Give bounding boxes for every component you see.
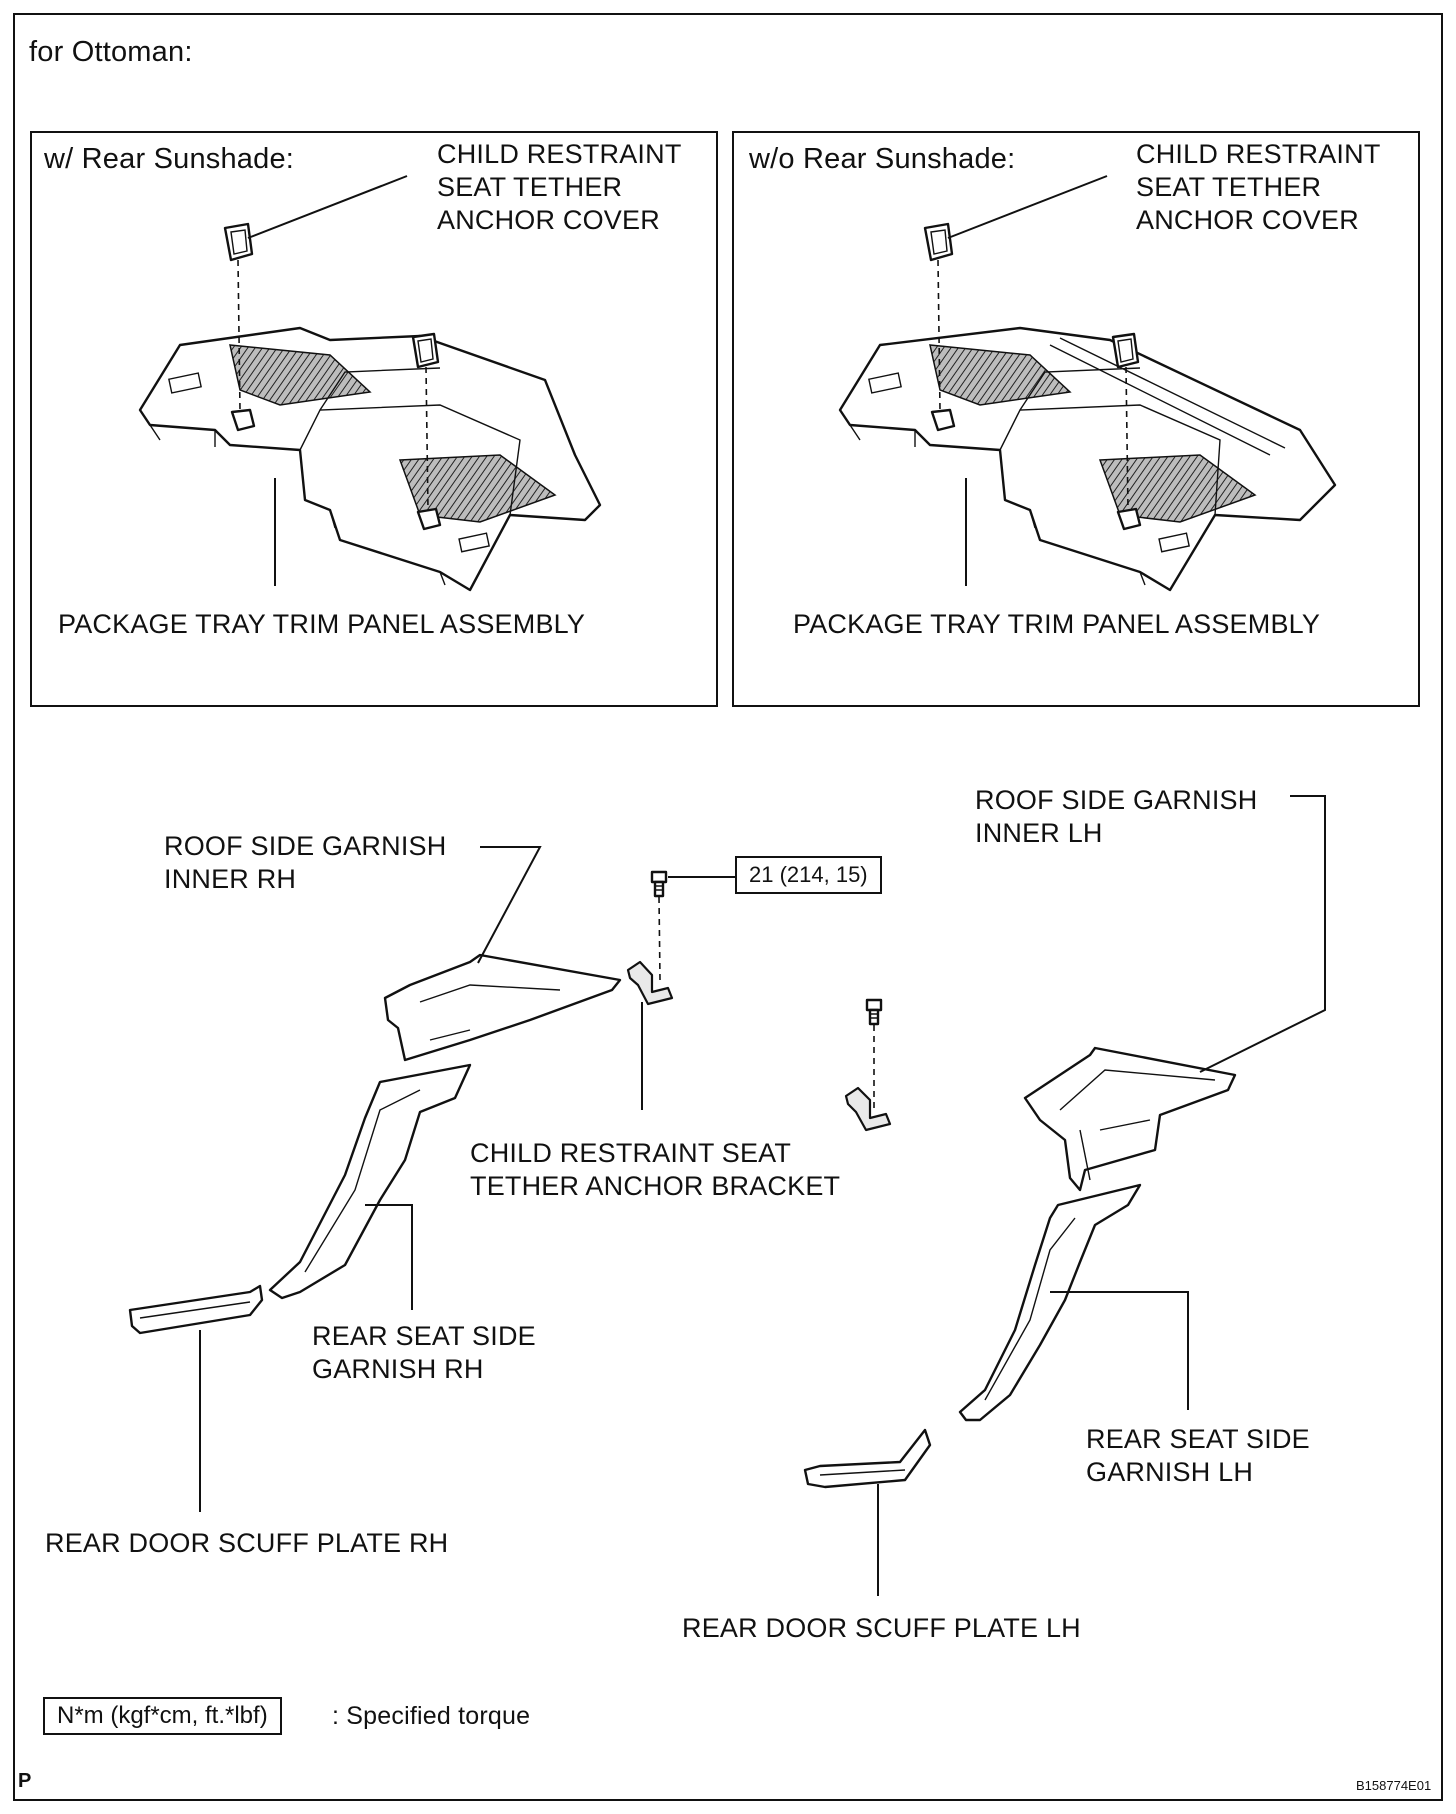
tray-label-2: PACKAGE TRAY TRIM PANEL ASSEMBLY	[793, 609, 1321, 639]
corner-mark: P	[18, 1770, 32, 1792]
leader-rear-seat-rh	[365, 1204, 413, 1310]
guide-dash-2b	[1125, 366, 1129, 511]
anchor-cover-2b	[1111, 332, 1140, 369]
guide-dash-1b	[425, 366, 429, 511]
outer-border	[13, 13, 1443, 1801]
variant-label-with-sunshade: w/ Rear Sunshade:	[44, 143, 295, 175]
label-rear-seat-garnish-lh: REAR SEAT SIDE GARNISH LH	[1086, 1424, 1310, 1487]
anchor-bracket-lh	[844, 1086, 892, 1132]
panel-box-with-sunshade	[30, 131, 718, 707]
cover-label-2: CHILD RESTRAINT SEAT TETHER ANCHOR COVER	[1136, 139, 1381, 235]
torque-spec-box: 21 (214, 15)	[735, 856, 882, 894]
package-tray-drawing-1	[138, 326, 602, 592]
panel-box-without-sunshade	[732, 131, 1420, 707]
anchor-cover-1b	[411, 332, 440, 369]
guide-dash-bolt-rh	[658, 896, 661, 981]
leader-rear-seat-lh	[1050, 1291, 1189, 1410]
roof-side-garnish-lh	[1023, 1046, 1237, 1192]
label-scuff-plate-rh: REAR DOOR SCUFF PLATE RH	[45, 1528, 449, 1558]
figure-code: B158774E01	[1356, 1778, 1432, 1793]
anchor-cover-1a	[223, 222, 254, 262]
legend-unit-box: N*m (kgf*cm, ft.*lbf)	[43, 1697, 282, 1735]
tray-label-1: PACKAGE TRAY TRIM PANEL ASSEMBLY	[58, 609, 586, 639]
leader-cover-1	[247, 175, 408, 239]
leader-roof-rh	[477, 846, 542, 964]
label-roof-garnish-lh: ROOF SIDE GARNISH INNER LH	[975, 785, 1258, 848]
anchor-bracket-rh	[626, 960, 674, 1006]
label-anchor-bracket: CHILD RESTRAINT SEAT TETHER ANCHOR BRACK…	[470, 1138, 841, 1201]
scuff-plate-lh	[803, 1428, 932, 1489]
guide-dash-1a	[237, 259, 241, 411]
label-roof-garnish-rh: ROOF SIDE GARNISH INNER RH	[164, 831, 447, 894]
label-scuff-plate-lh: REAR DOOR SCUFF PLATE LH	[682, 1613, 1081, 1643]
label-rear-seat-garnish-rh: REAR SEAT SIDE GARNISH RH	[312, 1321, 536, 1384]
anchor-cover-2a	[923, 222, 954, 262]
guide-dash-2a	[937, 259, 941, 411]
rear-seat-side-garnish-lh	[958, 1183, 1142, 1422]
variant-label-without-sunshade: w/o Rear Sunshade:	[749, 143, 1016, 175]
bolt-rh	[650, 870, 668, 898]
legend-text: : Specified torque	[332, 1702, 531, 1730]
leader-cover-2	[947, 175, 1108, 239]
rear-seat-side-garnish-rh	[268, 1063, 472, 1300]
roof-side-garnish-rh	[383, 953, 622, 1062]
leader-roof-lh	[1199, 795, 1326, 1073]
cover-label-1: CHILD RESTRAINT SEAT TETHER ANCHOR COVER	[437, 139, 682, 235]
page-heading: for Ottoman:	[29, 36, 193, 68]
bolt-lh	[865, 998, 883, 1026]
package-tray-drawing-2	[838, 326, 1337, 592]
